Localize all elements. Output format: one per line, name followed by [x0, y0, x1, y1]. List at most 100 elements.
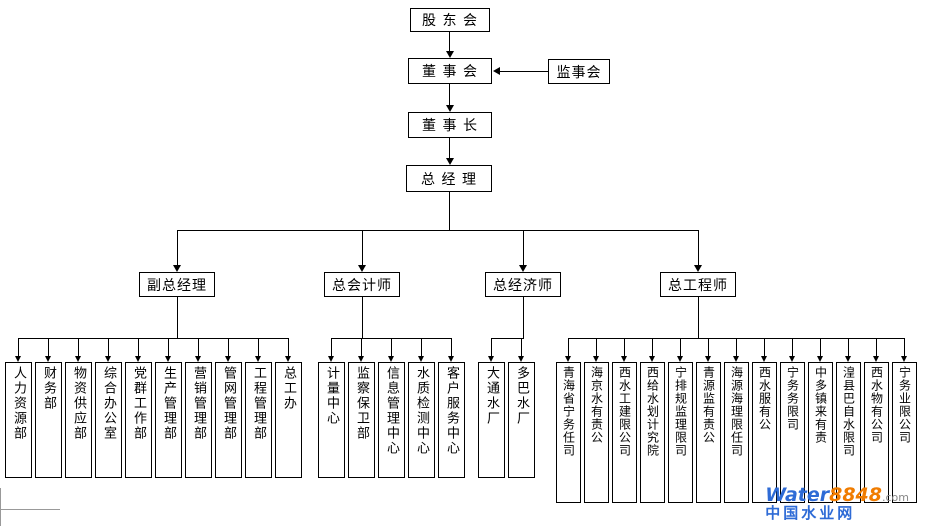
page-edge-line	[0, 488, 1, 526]
dept-label: 党群工作部	[131, 366, 146, 441]
dept-label: 工程管理部	[251, 366, 266, 441]
connector-line	[451, 338, 452, 356]
dept-box: 多巴水厂	[508, 362, 535, 478]
dept-box: 宁务业限公司	[892, 362, 917, 503]
connector-line	[331, 338, 332, 356]
dept-box: 管网管理部	[215, 362, 242, 478]
connector-line	[391, 338, 392, 356]
bus-deputy-gm	[18, 338, 289, 339]
connector-line	[258, 338, 259, 356]
connector-line	[177, 297, 178, 338]
arrow-down-icon	[45, 356, 51, 362]
arrow-down-icon	[761, 356, 767, 362]
dept-label: 客户服务中心	[444, 366, 459, 456]
dept-box: 计量中心	[318, 362, 345, 478]
dept-box: 客户服务中心	[438, 362, 465, 478]
arrow-down-icon	[173, 265, 181, 272]
dept-box: 监察保卫部	[348, 362, 375, 478]
page-edge-line	[0, 509, 60, 510]
connector-line	[449, 84, 450, 105]
dept-label: 人力资源部	[11, 366, 26, 441]
connector-line	[820, 338, 821, 356]
arrow-down-icon	[165, 356, 171, 362]
connector-line	[177, 230, 699, 231]
node-shareholders: 股 东 会	[410, 8, 490, 32]
arrow-down-icon	[488, 356, 494, 362]
arrow-down-icon	[789, 356, 795, 362]
node-general-manager: 总 经 理	[406, 165, 492, 192]
dept-box: 青海省宁务任司	[556, 362, 581, 503]
dept-label: 信息管理中心	[384, 366, 399, 456]
dept-box: 生产管理部	[155, 362, 182, 478]
bus-chief-economist	[491, 338, 524, 339]
node-chief-accountant: 总会计师	[324, 272, 400, 297]
dept-label: 总工办	[281, 366, 296, 411]
connector-line	[698, 230, 699, 265]
dept-label: 大通水厂	[484, 366, 499, 426]
node-deputy-gm: 副总经理	[139, 272, 215, 297]
dept-box: 中多镇来有责	[808, 362, 833, 503]
connector-line	[624, 338, 625, 356]
arrow-down-icon	[873, 356, 879, 362]
connector-line	[500, 71, 548, 72]
dept-label: 财务部	[41, 366, 56, 411]
dept-box: 总工办	[275, 362, 302, 478]
watermark-brand-water: Water	[765, 484, 830, 507]
dept-box: 西水工建限公司	[612, 362, 637, 503]
dept-label: 西水物有公司	[869, 366, 884, 444]
connector-line	[361, 338, 362, 356]
dept-box: 物资供应部	[65, 362, 92, 478]
node-chief-engineer: 总工程师	[660, 272, 736, 297]
arrow-down-icon	[593, 356, 599, 362]
connector-line	[698, 297, 699, 338]
connector-line	[680, 338, 681, 356]
dept-label: 水质检测中心	[414, 366, 429, 456]
arrow-down-icon	[15, 356, 21, 362]
connector-line	[736, 338, 737, 356]
dept-label: 湟县巴自水限司	[841, 366, 856, 457]
connector-line	[523, 230, 524, 265]
connector-line	[596, 338, 597, 356]
dept-box: 西水服有公	[752, 362, 777, 503]
arrow-down-icon	[105, 356, 111, 362]
node-board: 董 事 会	[408, 58, 492, 84]
dept-label: 综合办公室	[101, 366, 116, 441]
connector-line	[764, 338, 765, 356]
connector-line	[421, 338, 422, 356]
arrow-down-icon	[75, 356, 81, 362]
dept-box: 大通水厂	[478, 362, 505, 478]
dept-box: 海源海理限任司	[724, 362, 749, 503]
arrow-down-icon	[694, 265, 702, 272]
arrow-left-icon	[493, 67, 500, 75]
dept-label: 管网管理部	[221, 366, 236, 441]
dept-label: 营销管理部	[191, 366, 206, 441]
arrow-down-icon	[446, 105, 454, 112]
connector-line	[523, 297, 524, 338]
watermark-site-name: 中国水业网	[765, 504, 856, 523]
dept-box: 青源监有责公	[696, 362, 721, 503]
arrow-down-icon	[901, 356, 907, 362]
dept-box: 西给水划计究院	[640, 362, 665, 503]
dept-label: 宁务务限司	[785, 366, 800, 431]
arrow-down-icon	[519, 265, 527, 272]
dept-box: 营销管理部	[185, 362, 212, 478]
dept-label: 海京水有责公	[589, 366, 604, 444]
arrow-down-icon	[328, 356, 334, 362]
arrow-down-icon	[446, 51, 454, 58]
connector-line	[78, 338, 79, 356]
dept-label: 多巴水厂	[514, 366, 529, 426]
arrow-down-icon	[677, 356, 683, 362]
arrow-down-icon	[255, 356, 261, 362]
connector-line	[521, 338, 522, 356]
dept-label: 青海省宁务任司	[561, 366, 576, 457]
dept-label: 计量中心	[324, 366, 339, 426]
arrow-down-icon	[225, 356, 231, 362]
arrow-down-icon	[358, 356, 364, 362]
dept-box: 水质检测中心	[408, 362, 435, 478]
dept-label: 青源监有责公	[701, 366, 716, 444]
connector-line	[449, 138, 450, 158]
arrow-down-icon	[845, 356, 851, 362]
dept-label: 西水工建限公司	[617, 366, 632, 457]
dept-box: 湟县巴自水限司	[836, 362, 861, 503]
connector-line	[198, 338, 199, 356]
